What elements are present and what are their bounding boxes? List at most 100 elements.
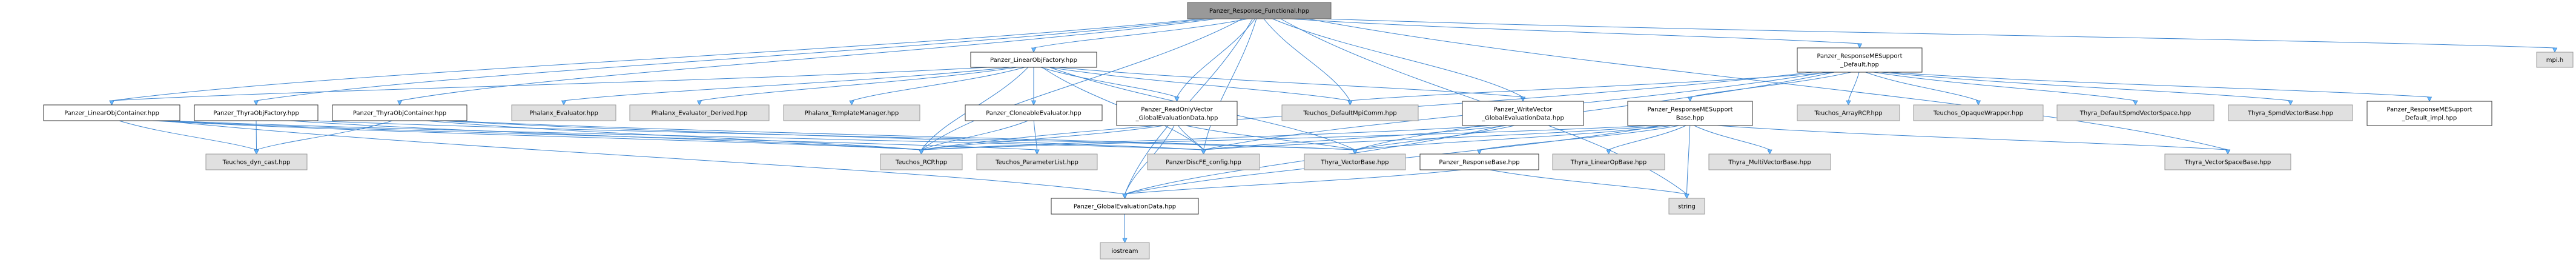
- node-label: Panzer_ResponseBase.hpp: [1439, 160, 1519, 166]
- arrowhead-icon: [1476, 149, 1482, 155]
- dependency-edge: [1476, 125, 1680, 155]
- node-label: Panzer_ThyraObjFactory.hpp: [213, 110, 299, 117]
- dependency-edge: [1347, 72, 1834, 106]
- node-label: Teuchos_dyn_cast.hpp: [222, 160, 291, 166]
- dependency-edge: [1865, 72, 1981, 106]
- node-wv[interactable]: Panzer_WriteVector_GlobalEvaluationData.…: [1462, 101, 1584, 126]
- node-label: Panzer_Response_Functional.hpp: [1209, 8, 1309, 15]
- node-label: Teuchos_ArrayRCP.hpp: [1814, 110, 1882, 117]
- node-root[interactable]: Panzer_Response_Functional.hpp: [1187, 2, 1332, 19]
- node-box: [1419, 153, 1539, 170]
- edges-layer: [109, 18, 2558, 243]
- node-box: [1281, 104, 1419, 121]
- node-tdc: Teuchos_dyn_cast.hpp: [205, 153, 308, 170]
- dependency-edge: [119, 120, 259, 155]
- node-box: [1100, 242, 1150, 260]
- dependency-edge: [1694, 125, 1772, 155]
- dependency-edge: [919, 125, 1652, 155]
- node-box: [194, 104, 319, 121]
- dependency-edge: [1687, 72, 1852, 102]
- arrowhead-icon: [2426, 96, 2432, 102]
- node-label: Panzer_ResponseMESupport: [2386, 107, 2472, 113]
- arrowhead-icon: [1684, 193, 1689, 199]
- node-box: [1462, 101, 1584, 126]
- node-box: [2536, 52, 2574, 68]
- node-ce[interactable]: Panzer_CloneableEvaluator.hpp: [965, 104, 1103, 121]
- edge-line: [256, 120, 393, 150]
- node-box: [880, 153, 963, 170]
- node-ged[interactable]: Panzer_GlobalEvaluationData.hpp: [1051, 198, 1199, 215]
- node-label: Thyra_MultiVectorBase.hpp: [1728, 160, 1811, 166]
- edge-line: [1689, 72, 1852, 98]
- dependency-edge: [1122, 169, 1462, 199]
- edge-line: [311, 120, 1355, 150]
- node-box: [2164, 153, 2291, 170]
- node-box: [1708, 153, 1831, 170]
- edge-line: [111, 18, 1202, 101]
- node-phtm: Phalanx_TemplateManager.hpp: [783, 104, 920, 121]
- arrowhead-icon: [1031, 47, 1037, 53]
- dependency-edge: [397, 18, 1217, 106]
- edge-line: [1355, 125, 1674, 150]
- dependency-edge: [1201, 18, 1257, 155]
- arrowhead-icon: [561, 100, 567, 106]
- arrowhead-icon: [1122, 238, 1128, 243]
- arrowhead-icon: [919, 149, 924, 155]
- node-toc[interactable]: Panzer_ThyraObjContainer.hpp: [332, 104, 467, 121]
- node-label: string: [1678, 204, 1696, 210]
- node-tow: Teuchos_OpaqueWrapper.hpp: [1913, 104, 2044, 121]
- arrowhead-icon: [1606, 149, 1611, 155]
- dependency-edge: [1174, 18, 1256, 102]
- node-box: [1051, 198, 1199, 215]
- node-label: iostream: [1112, 248, 1138, 255]
- edge-line: [1033, 18, 1248, 49]
- node-rmsdi[interactable]: Panzer_ResponseMESupport _Default_impl.hp…: [2366, 101, 2492, 126]
- node-label: Teuchos_DefaultMpiComm.hpp: [1303, 110, 1396, 117]
- node-rb[interactable]: Panzer_ResponseBase.hpp: [1419, 153, 1539, 170]
- edge-line: [1324, 18, 2555, 49]
- edge-line: [440, 120, 1204, 150]
- edge-line: [921, 18, 1243, 150]
- node-box: [511, 104, 616, 121]
- node-box: [2056, 104, 2214, 121]
- node-loc[interactable]: Panzer_LinearObjContainer.hpp: [43, 104, 180, 121]
- dependency-edge: [1352, 125, 1674, 155]
- node-label: Base.hpp: [1676, 115, 1705, 122]
- dependency-edge: [696, 67, 1017, 106]
- node-label: Thyra_SpmdVectorBase.hpp: [2247, 110, 2333, 117]
- dependency-edge: [1031, 18, 1248, 53]
- edge-line: [1178, 125, 1204, 150]
- node-box: [1552, 153, 1665, 170]
- nodes-layer: Panzer_Response_Functional.hppPanzer_Lin…: [43, 2, 2574, 260]
- node-label: _GlobalEvaluationData.hpp: [1481, 115, 1564, 122]
- node-cfg: PanzerDiscFE_config.hpp: [1147, 153, 1260, 170]
- node-rov[interactable]: Panzer_ReadOnlyVector_GlobalEvaluationDa…: [1116, 101, 1238, 126]
- node-label: Panzer_LinearObjContainer.hpp: [64, 110, 159, 117]
- edge-line: [166, 120, 1204, 150]
- node-tvsb: Thyra_VectorSpaceBase.hpp: [2164, 153, 2291, 170]
- edge-line: [563, 67, 1011, 101]
- node-tmvb: Thyra_MultiVectorBase.hpp: [1708, 153, 1831, 170]
- edge-line: [1203, 125, 1666, 150]
- node-tof[interactable]: Panzer_ThyraObjFactory.hpp: [194, 104, 319, 121]
- node-rmsd[interactable]: Panzer_ResponseMESupport_Default.hpp: [1797, 47, 1923, 73]
- edge-line: [921, 125, 1493, 150]
- node-lof[interactable]: Panzer_LinearObjFactory.hpp: [970, 52, 1097, 68]
- dependency-edge: [109, 67, 988, 106]
- node-mpi: mpi.h: [2536, 52, 2574, 68]
- node-box: [332, 104, 467, 121]
- node-box: [783, 104, 920, 121]
- node-label: Panzer_ResponseMESupport: [1647, 107, 1732, 113]
- arrowhead-icon: [1520, 96, 1526, 102]
- node-label: Thyra_VectorBase.hpp: [1320, 160, 1389, 166]
- edge-line: [1479, 125, 1680, 150]
- node-label: _Default.hpp: [1840, 62, 1879, 69]
- edge-line: [1049, 67, 1350, 101]
- arrowhead-icon: [397, 100, 403, 106]
- dependency-edge: [1717, 125, 2231, 155]
- node-tarcp: Teuchos_ArrayRCP.hpp: [1797, 104, 1900, 121]
- edge-line: [1490, 169, 1687, 195]
- dependency-edge: [1040, 67, 1180, 102]
- node-label: _Default_impl.hpp: [2402, 115, 2457, 122]
